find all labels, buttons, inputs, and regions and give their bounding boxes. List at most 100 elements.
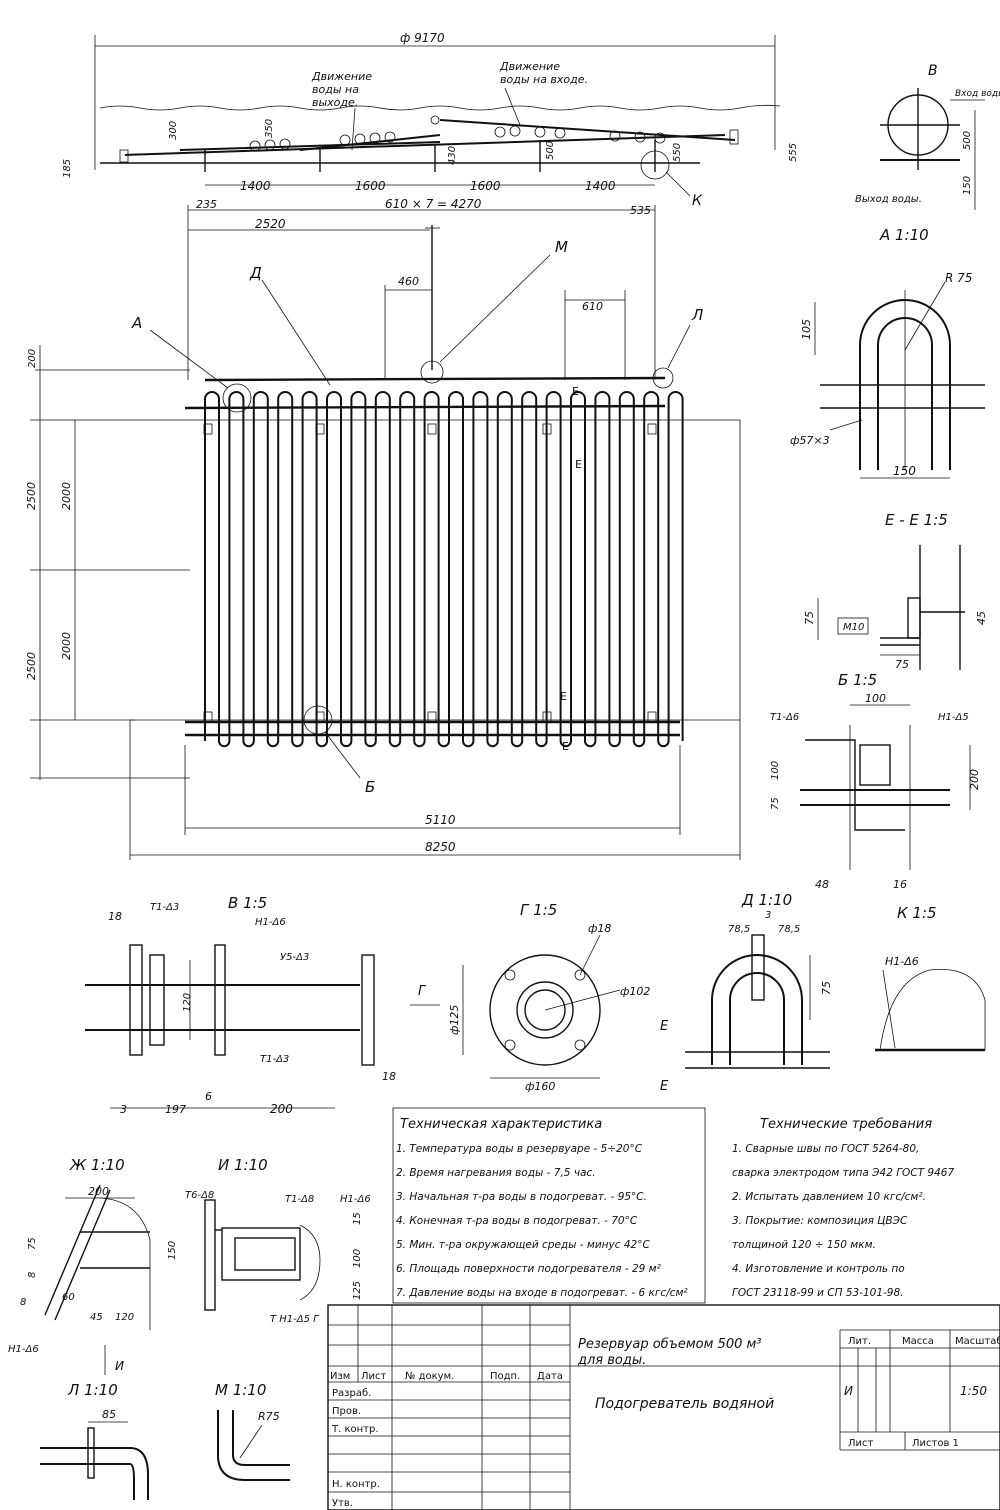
detail-v: В 1:5 18 Т1-Δ3 Н1-Δ6 У5-Δ3 120 Т1-Δ3 18 …: [85, 894, 440, 1116]
heater-tube-bend: [388, 740, 402, 748]
heater-tube-bend: [266, 740, 280, 748]
detail-v-6: 6: [205, 1090, 212, 1103]
heater-tube: [448, 391, 464, 741]
detail-zh-60: 60: [62, 1292, 75, 1303]
height-350: 350: [264, 119, 275, 138]
heater-tubes: [204, 391, 684, 748]
detail-v-200: 200: [270, 1102, 293, 1116]
heater-tube: [301, 391, 318, 741]
detail-i: И 1:10 Т6-Δ8 Т1-Δ8 Н1-Δ6 150 15 100 125 …: [167, 1156, 371, 1325]
detail-d-e1: Е: [660, 1019, 669, 1034]
detail-g-f102: ф102: [620, 985, 650, 998]
section-ee-45: 45: [975, 611, 988, 625]
tb-col-podp: Подп.: [490, 1371, 520, 1382]
view-b-label: В: [928, 63, 938, 79]
detail-g-title: Г 1:5: [520, 901, 557, 919]
tech-req-title: Технические требования: [760, 1117, 932, 1132]
detail-d-e2: Е: [660, 1079, 669, 1094]
tech-req-item-6: 4. Изготовление и контроль по: [732, 1263, 905, 1275]
height-300: 300: [168, 121, 179, 140]
span-1: 1400: [240, 179, 271, 193]
detail-m-title: М 1:10: [215, 1381, 266, 1399]
tb-doc-title-2: для воды.: [577, 1353, 646, 1368]
section-ee-75a: 75: [803, 611, 816, 625]
detail-i-100: 100: [352, 1249, 363, 1268]
detail-v-18b: 18: [382, 1070, 396, 1083]
detail-v-title: В 1:5: [228, 894, 267, 912]
detail-v-y53: У5-Δ3: [280, 952, 309, 963]
detail-b6-200: 200: [968, 769, 981, 790]
tb-sheets: Листов 1: [912, 1438, 959, 1449]
heater-tube-bend: [486, 740, 499, 748]
tb-sheet: Лист: [848, 1438, 874, 1449]
flow-outlet-2: воды на: [312, 83, 359, 96]
heater-tube-bend: [218, 740, 231, 748]
heater-tube-bend: [291, 740, 304, 748]
heater-tube-bend: [632, 740, 646, 748]
plan-dim-left-2500a: 2500: [25, 482, 38, 510]
callout-d: Д: [249, 264, 262, 282]
heater-tube: [545, 391, 562, 741]
detail-k: К 1:5 Н1-Δ6: [875, 904, 986, 1052]
heater-tube: [326, 391, 342, 741]
section-ee: Е - Е 1:5 75 М10 75 45: [803, 511, 988, 671]
detail-v-t13b: Т1-Δ3: [260, 1054, 289, 1065]
detail-zh-8b: 8: [20, 1297, 26, 1308]
detail-a-r75: R 75: [945, 271, 972, 285]
detail-b6: Б 1:5 100 Т1-Δ6 Н1-Δ5 100 75 200 48 16: [770, 671, 981, 891]
tb-lit: Лит.: [848, 1336, 871, 1347]
detail-m-r75: R75: [258, 1410, 280, 1423]
callout-k: К: [692, 193, 703, 209]
detail-b6-48: 48: [815, 878, 829, 891]
tb-lit-val: И: [844, 1384, 853, 1398]
tech-req-block: Технические требования 1. Сварные швы по…: [732, 1117, 954, 1299]
tb-col-izm: Изм: [330, 1371, 350, 1382]
detail-i-t18: Т1-Δ8: [285, 1194, 314, 1205]
detail-v-120: 120: [182, 993, 193, 1012]
tech-char-item-7: 7. Давление воды на входе в подогреват. …: [396, 1287, 688, 1299]
view-b-dim-150: 150: [962, 176, 973, 195]
tb-doc-name: Подогреватель водяной: [595, 1396, 774, 1412]
pipe-bends-elevation: [249, 115, 666, 152]
tech-char-item-5: 5. Мин. т-ра окружающей среды - минус 42…: [396, 1239, 650, 1251]
detail-zh-title: Ж 1:10: [69, 1156, 125, 1174]
detail-d: Д 1:10 78,5 3 78,5 75 Е Е: [660, 891, 833, 1094]
tech-char-item-6: 6. Площадь поверхности подогревателя - 2…: [396, 1263, 662, 1275]
height-500: 500: [545, 141, 556, 160]
flow-outlet-3: выходе.: [312, 96, 358, 109]
section-ee-title: Е - Е 1:5: [885, 511, 948, 529]
view-b: В Вход воды Выход воды. 500 150: [855, 63, 1000, 210]
detail-k-h16: Н1-Δ6: [885, 955, 919, 968]
detail-zh-45: 45: [90, 1312, 103, 1323]
heater-tube-bend: [413, 740, 426, 748]
detail-l-85: 85: [102, 1408, 116, 1421]
heater-tube: [399, 391, 416, 741]
detail-zh-8a: 8: [27, 1272, 38, 1278]
tech-char-item-1: 1. Температура воды в резервуаре - 5÷20°…: [396, 1143, 643, 1155]
detail-g: Г 1:5 ф18 ф102 ф125 ф160: [448, 901, 650, 1093]
height-430: 430: [447, 146, 458, 165]
callout-b6: Б: [365, 778, 375, 796]
tb-row-utv: Утв.: [332, 1498, 353, 1509]
heater-tube-bend: [364, 740, 377, 748]
detail-v-h16: Н1-Δ6: [255, 917, 286, 928]
detail-a-pipe: ф57×3: [790, 434, 830, 447]
plan-dim-left-200: 200: [27, 349, 38, 368]
span-4: 1400: [585, 179, 616, 193]
plan-dim-235: 235: [196, 198, 217, 211]
heater-tube: [252, 391, 269, 741]
overall-dim: ф 9170: [400, 31, 445, 45]
tb-row-nkontr: Н. контр.: [332, 1479, 380, 1490]
callout-a: А: [131, 314, 142, 332]
cut-e-top: Е: [572, 385, 579, 398]
detail-g-f18: ф18: [588, 922, 611, 935]
plan-dim-5110: 5110: [425, 813, 456, 827]
tech-req-item-2: сварка электродом типа Э42 ГОСТ 9467: [732, 1167, 954, 1179]
heater-tube-bend: [584, 740, 597, 748]
heater-tube: [472, 391, 489, 741]
heater-tube: [521, 391, 538, 741]
tb-row-tkontr: Т. контр.: [331, 1424, 379, 1435]
tech-req-item-5: толщиной 120 ÷ 150 мкм.: [732, 1239, 876, 1251]
detail-d-785b: 78,5: [778, 924, 800, 935]
